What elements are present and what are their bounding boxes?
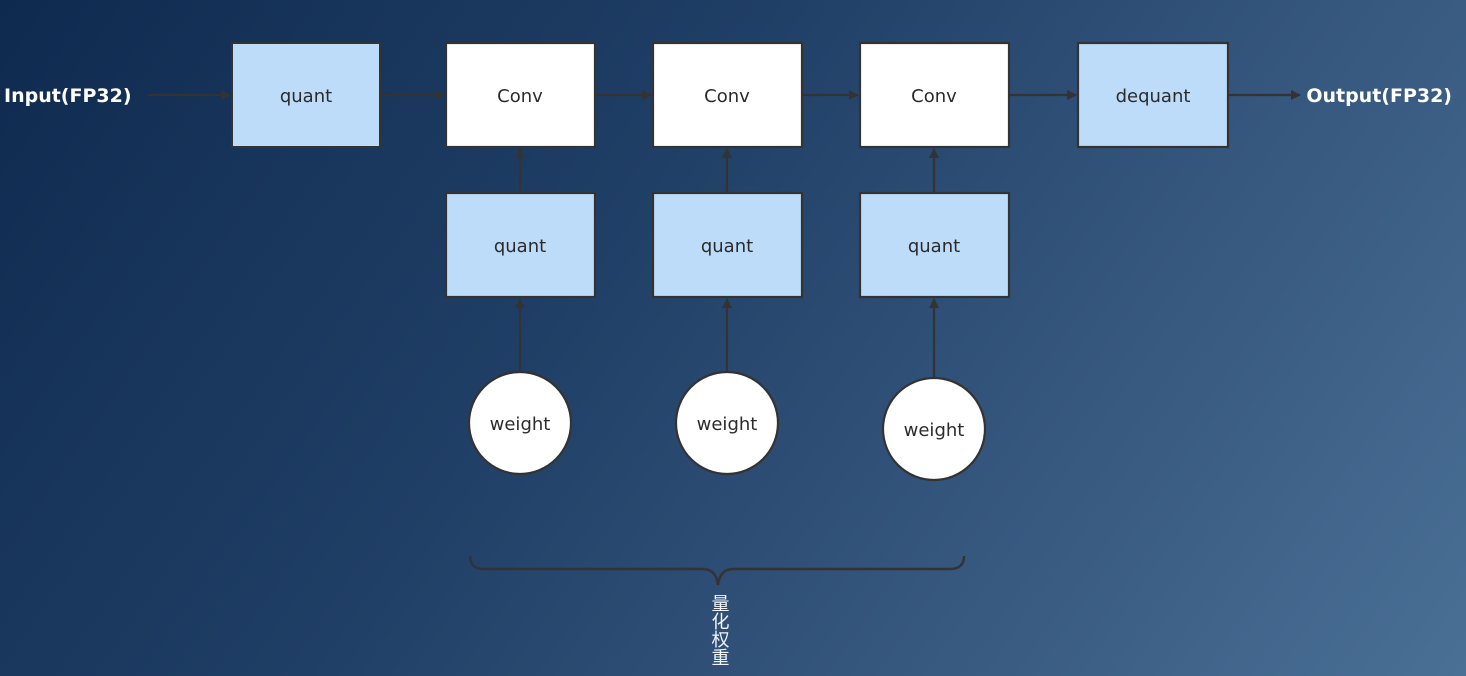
conv-label-3: Conv: [911, 86, 957, 107]
dequant-label: dequant: [1116, 86, 1191, 107]
weights-brace: [468, 555, 966, 586]
conv-node-2: Conv: [651, 41, 804, 149]
conv-node-3: Conv: [858, 41, 1011, 149]
weight-quant-node-1: quant: [444, 191, 597, 299]
weight-node-2: weight: [674, 370, 780, 476]
input-quant-label: quant: [280, 86, 332, 107]
weight-label-2: weight: [697, 414, 758, 435]
input-quant-node: quant: [231, 42, 381, 148]
input-label: Input(FP32): [4, 85, 132, 107]
dequant-node: dequant: [1076, 41, 1230, 149]
weight-quant-label-1: quant: [494, 236, 546, 257]
weight-label-1: weight: [490, 414, 551, 435]
weight-quant-node-3: quant: [858, 191, 1011, 299]
weight-quant-label-3: quant: [908, 236, 960, 257]
weight-quant-label-2: quant: [701, 236, 753, 257]
conv-node-1: Conv: [444, 41, 597, 149]
conv-label-1: Conv: [497, 86, 543, 107]
brace-caption: 量化权重: [709, 594, 730, 666]
conv-label-2: Conv: [704, 86, 750, 107]
output-label: Output(FP32): [1306, 85, 1452, 107]
weight-quant-node-2: quant: [651, 191, 804, 299]
weight-label-3: weight: [904, 420, 965, 441]
weight-node-1: weight: [467, 370, 573, 476]
weight-node-3: weight: [881, 376, 987, 482]
